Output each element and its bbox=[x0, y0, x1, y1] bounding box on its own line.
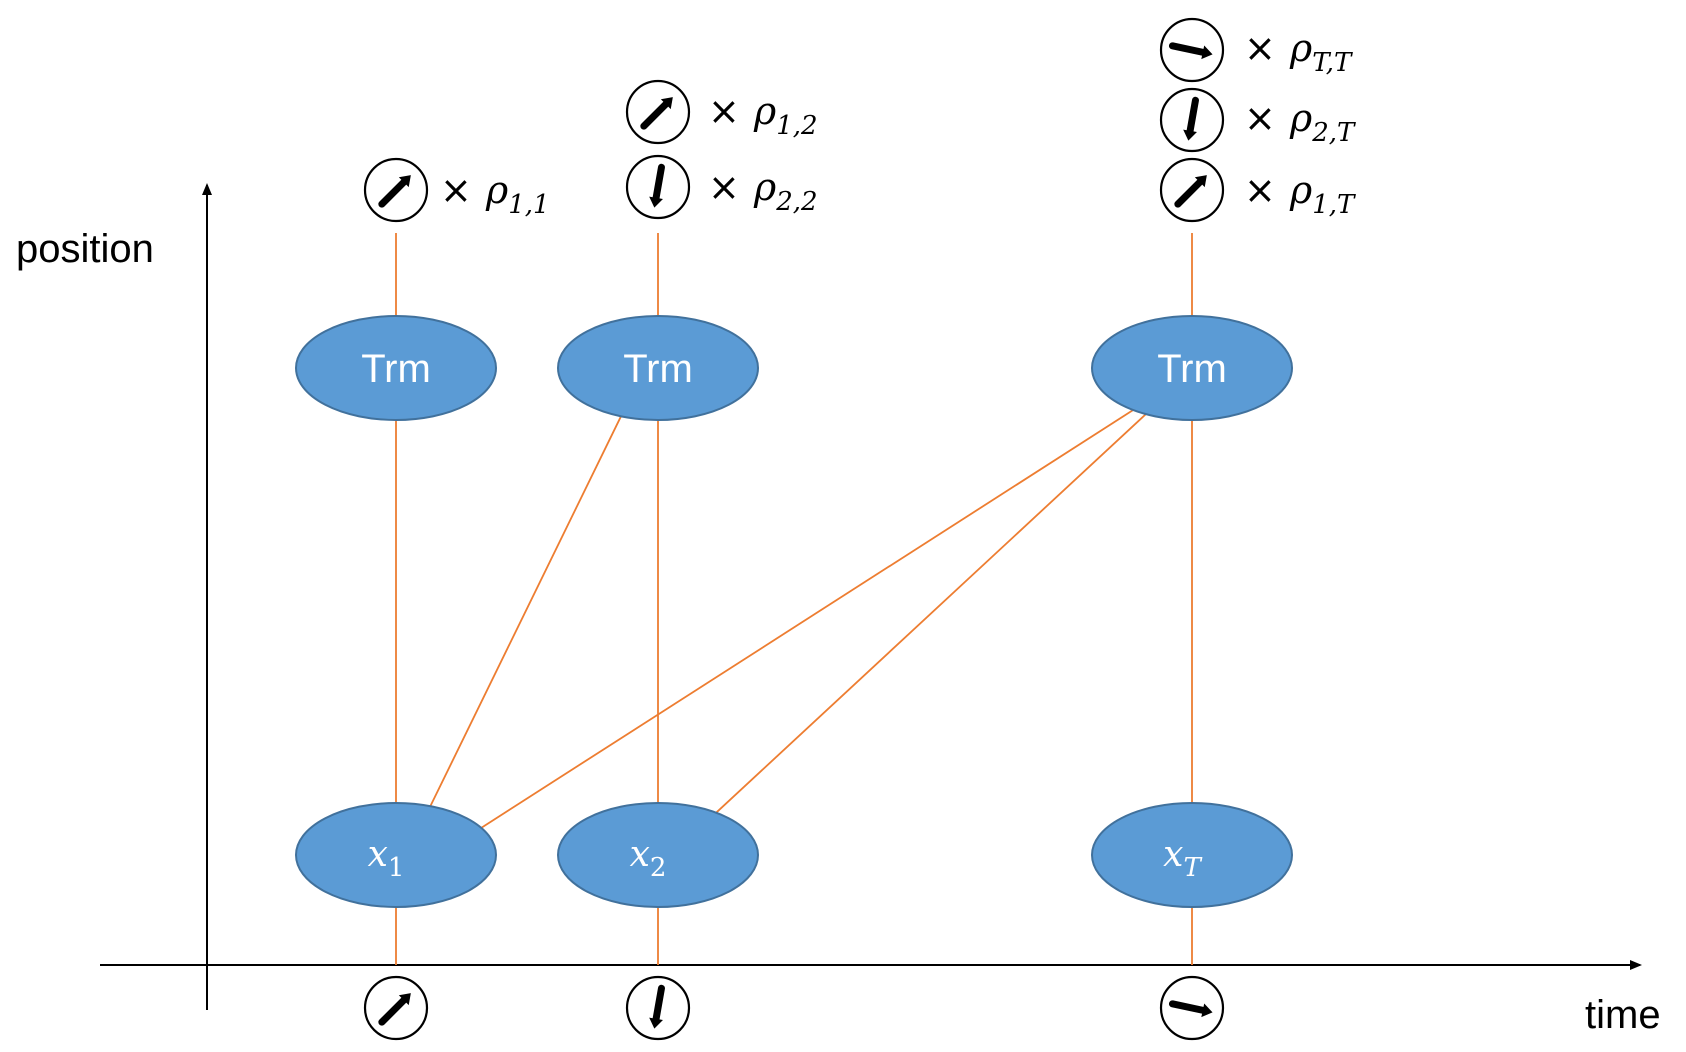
trm-node-1: Trm bbox=[295, 315, 497, 421]
trm-node-2: Trm bbox=[557, 315, 759, 421]
connection-edges bbox=[395, 409, 1193, 829]
svg-text:×ρ1,1: × ρ1,1 bbox=[440, 168, 550, 220]
rho-symbol: ρ bbox=[753, 89, 777, 133]
input-symbol: x bbox=[368, 834, 388, 875]
rho-symbol: ρ bbox=[1289, 96, 1313, 140]
svg-text:×ρ1,2: × ρ1,2 bbox=[708, 89, 818, 141]
arrow-up-right-icon bbox=[1159, 157, 1225, 223]
times-sign: × bbox=[1244, 96, 1276, 140]
input-node-2: x2 bbox=[557, 802, 759, 908]
svg-text:x1: x1 bbox=[368, 834, 405, 883]
rho-subscript: 2,T bbox=[1311, 118, 1356, 148]
connection-edge bbox=[480, 409, 1134, 829]
arrow-up-right-icon bbox=[363, 975, 429, 1041]
input-subscript: T bbox=[1183, 853, 1202, 883]
trm-node-3: Trm bbox=[1091, 315, 1293, 421]
rho-symbol: ρ bbox=[485, 168, 509, 212]
rho-symbol: ρ bbox=[1289, 168, 1313, 212]
arrow-up-right-icon bbox=[363, 157, 429, 223]
input-symbol: x bbox=[1163, 834, 1183, 875]
svg-text:×ρ2,2: × ρ2,2 bbox=[708, 165, 818, 217]
x-axis-label: time bbox=[1585, 993, 1661, 1037]
arrow-up-right-icon bbox=[625, 79, 691, 145]
arrow-right-down-icon bbox=[1159, 975, 1225, 1041]
rho-subscript: 2,2 bbox=[775, 187, 817, 217]
connection-edge bbox=[715, 413, 1147, 814]
arrow-down-icon bbox=[625, 975, 691, 1041]
trm-node-label: Trm bbox=[623, 347, 693, 391]
times-sign: × bbox=[1244, 168, 1276, 212]
times-sign: × bbox=[1244, 26, 1276, 70]
output-labels-2: ×ρ1,2 ×ρ2,2 bbox=[708, 89, 818, 217]
times-sign: × bbox=[440, 168, 472, 212]
times-sign: × bbox=[708, 165, 740, 209]
svg-text:×ρT,T: × ρT,T bbox=[1244, 26, 1353, 78]
input-node-3: xT bbox=[1091, 802, 1293, 908]
input-subscript: 1 bbox=[388, 853, 405, 883]
arrow-down-icon bbox=[1159, 87, 1225, 153]
svg-text:×ρ1,T: × ρ1,T bbox=[1244, 168, 1356, 220]
output-labels-1: × ρ1,1 bbox=[440, 168, 550, 220]
rho-symbol: ρ bbox=[1289, 26, 1313, 70]
arrow-down-icon bbox=[625, 154, 691, 220]
input-subscript: 2 bbox=[650, 853, 667, 883]
arrow-right-down-icon bbox=[1159, 17, 1225, 83]
y-axis-label: position bbox=[16, 227, 154, 271]
rho-subscript: 1,T bbox=[1312, 190, 1356, 220]
trm-node-label: Trm bbox=[361, 347, 431, 391]
input-symbol: x bbox=[630, 834, 650, 875]
input-node-1: x1 bbox=[295, 802, 497, 908]
stems bbox=[395, 233, 1193, 965]
rho-subscript: 1,1 bbox=[508, 190, 549, 220]
rho-subscript: T,T bbox=[1312, 48, 1353, 78]
times-sign: × bbox=[708, 89, 740, 133]
svg-text:x2: x2 bbox=[630, 834, 667, 883]
svg-text:xT: xT bbox=[1163, 834, 1202, 883]
svg-text:×ρ2,T: × ρ2,T bbox=[1244, 96, 1356, 148]
rho-symbol: ρ bbox=[753, 165, 777, 209]
rho-subscript: 1,2 bbox=[776, 111, 817, 141]
rotation-icons bbox=[363, 17, 1225, 1041]
connection-edge bbox=[429, 415, 622, 807]
trm-node-label: Trm bbox=[1157, 347, 1227, 391]
output-labels-3: ×ρT,T ×ρ2,T ×ρ1,T bbox=[1244, 26, 1356, 220]
